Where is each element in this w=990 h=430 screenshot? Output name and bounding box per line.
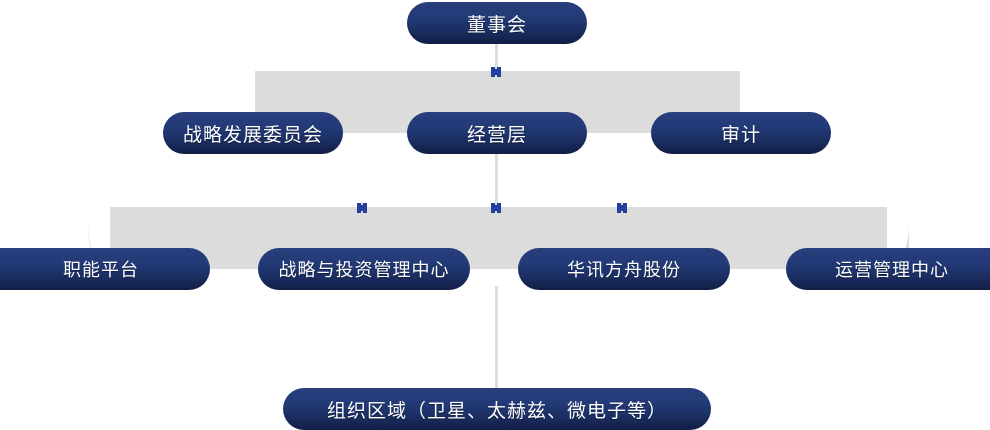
node-management[interactable]: 经营层 xyxy=(407,112,587,154)
joint-row3-right-icon xyxy=(617,202,627,214)
node-org-region[interactable]: 组织区域（卫星、太赫兹、微电子等） xyxy=(283,388,711,430)
connector-huaxun-to-region xyxy=(495,286,498,392)
joint-row3-left-icon xyxy=(357,202,367,214)
node-huaxun-fangzhou[interactable]: 华讯方舟股份 xyxy=(518,248,730,290)
node-huaxun-fangzhou-label: 华讯方舟股份 xyxy=(567,260,681,280)
node-board-label: 董事会 xyxy=(466,14,527,36)
connector-board-to-management xyxy=(495,40,498,76)
node-function-platform[interactable]: 职能平台 xyxy=(0,248,210,290)
node-board[interactable]: 董事会 xyxy=(407,2,587,44)
connector-management-to-level3 xyxy=(495,152,498,212)
node-function-platform-label: 职能平台 xyxy=(63,260,139,280)
node-strategy-investment-center-label: 战略与投资管理中心 xyxy=(278,260,450,280)
node-audit[interactable]: 审计 xyxy=(651,112,831,154)
node-strategy-investment-center[interactable]: 战略与投资管理中心 xyxy=(258,248,470,290)
level-3-band xyxy=(110,207,887,269)
joint-row2-icon xyxy=(491,66,501,78)
node-operation-center-label: 运营管理中心 xyxy=(835,260,949,280)
node-operation-center[interactable]: 运营管理中心 xyxy=(786,248,990,290)
node-org-region-label: 组织区域（卫星、太赫兹、微电子等） xyxy=(326,400,667,422)
node-audit-label: 审计 xyxy=(720,124,761,146)
node-strategy-committee-label: 战略发展委员会 xyxy=(182,124,323,146)
node-strategy-committee[interactable]: 战略发展委员会 xyxy=(163,112,343,154)
joint-row3-center-icon xyxy=(491,202,501,214)
node-management-label: 经营层 xyxy=(466,124,527,146)
